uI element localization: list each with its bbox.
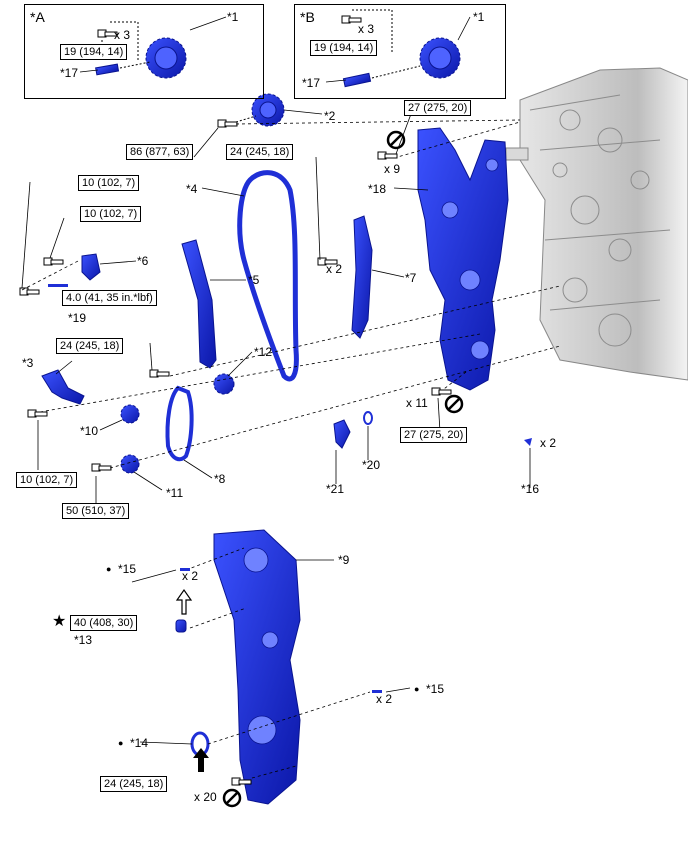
torque-10-a: 10 (102, 7) — [78, 175, 140, 191]
callout-10: *10 — [80, 424, 99, 438]
torque-24-7: 24 (245, 18) — [226, 144, 294, 160]
star-icon: ★ — [52, 613, 67, 630]
part-9-lower-cover — [213, 529, 301, 805]
part-11-sprocket — [120, 454, 140, 474]
callout-15b: *15 — [426, 682, 445, 696]
callout-15a: *15 — [118, 562, 137, 576]
callout-14: *14 — [130, 736, 149, 750]
count-x2-15b: x 2 — [376, 692, 393, 706]
inset-b-parts — [341, 9, 461, 88]
part-4-chain — [237, 170, 299, 382]
torque-b-vvt: 19 (194, 14) — [310, 40, 378, 56]
cylinder-block — [519, 67, 688, 381]
inset-b-frame — [294, 4, 506, 99]
precoated-bullet-14: ● — [118, 738, 124, 748]
callout-4: *4 — [186, 182, 198, 196]
part-12-sprocket — [213, 373, 235, 395]
callout-17b: *17 — [302, 76, 321, 90]
callout-13: *13 — [74, 633, 93, 647]
part-6-tensioner — [81, 253, 101, 281]
count-x2-16: x 2 — [540, 436, 557, 450]
torque-40: 40 (408, 30) — [70, 615, 138, 631]
part-13-seal — [175, 619, 187, 633]
count-a-x3: x 3 — [114, 28, 131, 42]
torque-86: 86 (877, 63) — [126, 144, 194, 160]
part-18-cover — [417, 127, 509, 391]
count-x2-15a: x 2 — [182, 569, 199, 583]
torque-50: 50 (510, 37) — [62, 503, 130, 519]
count-x11: x 11 — [406, 396, 428, 410]
part-21 — [333, 419, 351, 449]
torque-27-top: 27 (275, 20) — [404, 100, 472, 116]
part-7-guide — [351, 215, 373, 339]
torque-27-bot: 27 (275, 20) — [400, 427, 468, 443]
callout-16: *16 — [521, 482, 540, 496]
torque-a-vvt: 19 (194, 14) — [60, 44, 128, 60]
part-10-sprocket — [120, 404, 140, 424]
count-x2-7: x 2 — [326, 262, 343, 276]
torque-24-12: 24 (245, 18) — [56, 338, 124, 354]
torque-10-b: 10 (102, 7) — [80, 206, 142, 222]
callout-19: *19 — [68, 311, 87, 325]
callout-8: *8 — [214, 472, 226, 486]
callout-1a: *1 — [227, 10, 239, 24]
callout-17a: *17 — [60, 66, 79, 80]
inset-a-label: *A — [30, 9, 45, 25]
inset-b-label: *B — [300, 9, 315, 25]
callout-21: *21 — [326, 482, 345, 496]
part-3-tensioner — [41, 369, 85, 405]
torque-10-c: 10 (102, 7) — [16, 472, 78, 488]
inset-a-parts — [95, 21, 187, 79]
precoated-bullet-15b: ● — [414, 684, 420, 694]
callout-11: *11 — [166, 486, 184, 500]
callout-6: *6 — [137, 254, 149, 268]
callout-9: *9 — [338, 553, 350, 567]
callout-5: *5 — [248, 273, 260, 287]
part-20 — [363, 411, 373, 425]
precoated-bullet-15a: ● — [106, 564, 112, 574]
torque-4: 4.0 (41, 35 in.*lbf) — [62, 290, 157, 306]
callout-12: *12 — [254, 345, 273, 359]
count-b-x3: x 3 — [358, 22, 375, 36]
callout-3: *3 — [22, 356, 34, 370]
count-x9: x 9 — [384, 162, 401, 176]
callout-2: *2 — [324, 109, 336, 123]
inset-a-frame — [24, 4, 264, 99]
callout-20: *20 — [362, 458, 381, 472]
callout-1b: *1 — [473, 10, 485, 24]
part-8-chain — [165, 385, 194, 462]
callout-7: *7 — [405, 271, 417, 285]
callout-18: *18 — [368, 182, 387, 196]
torque-24-bot: 24 (245, 18) — [100, 776, 168, 792]
part-5-guide — [181, 239, 217, 369]
count-x20: x 20 — [194, 790, 217, 804]
part-16 — [524, 438, 532, 446]
